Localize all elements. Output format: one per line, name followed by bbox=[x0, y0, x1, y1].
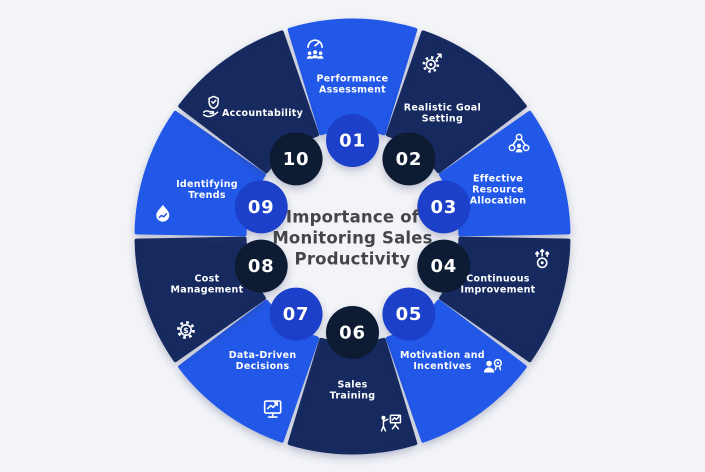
segment-number-circle bbox=[269, 287, 323, 341]
monitor-chart-icon bbox=[263, 400, 282, 418]
segment-number-circle bbox=[269, 132, 323, 186]
segment-number-circle bbox=[326, 114, 379, 167]
diagram-title: Importance of Monitoring Sales Productiv… bbox=[272, 207, 433, 269]
segment-number: 02 bbox=[396, 149, 423, 170]
segment-number: 04 bbox=[430, 256, 457, 277]
segment-number-circle bbox=[234, 180, 288, 234]
segment-number: 09 bbox=[248, 197, 275, 218]
segment-number: 05 bbox=[396, 304, 423, 325]
shield-hand-icon bbox=[202, 95, 219, 118]
person-award-icon bbox=[483, 358, 503, 373]
segment-number-circle bbox=[326, 306, 379, 359]
segment-number-circle bbox=[382, 287, 436, 341]
gear-rocket-icon bbox=[422, 53, 442, 73]
segment-number-circle bbox=[234, 239, 288, 293]
segment-label: Accountability bbox=[222, 108, 304, 119]
segment-number: 07 bbox=[283, 304, 310, 325]
segment-10: 10 Accountability bbox=[178, 30, 323, 186]
flame-icon bbox=[156, 204, 170, 222]
svg-text:$: $ bbox=[183, 326, 189, 335]
segment-number-circle bbox=[382, 132, 436, 186]
gear-dollar-icon: $ bbox=[176, 321, 195, 339]
growth-arrows-icon bbox=[534, 248, 550, 269]
segment-number: 08 bbox=[248, 256, 275, 277]
segment-number: 06 bbox=[339, 323, 366, 344]
segment-number: 03 bbox=[430, 197, 457, 218]
segment-number: 10 bbox=[283, 149, 310, 170]
segment-number-circle bbox=[417, 180, 471, 234]
segment-number-circle bbox=[417, 239, 471, 293]
segment-number: 01 bbox=[339, 131, 366, 152]
allocation-network-icon bbox=[508, 133, 530, 153]
trainer-board-icon bbox=[380, 414, 402, 432]
gauge-people-icon bbox=[306, 39, 324, 59]
